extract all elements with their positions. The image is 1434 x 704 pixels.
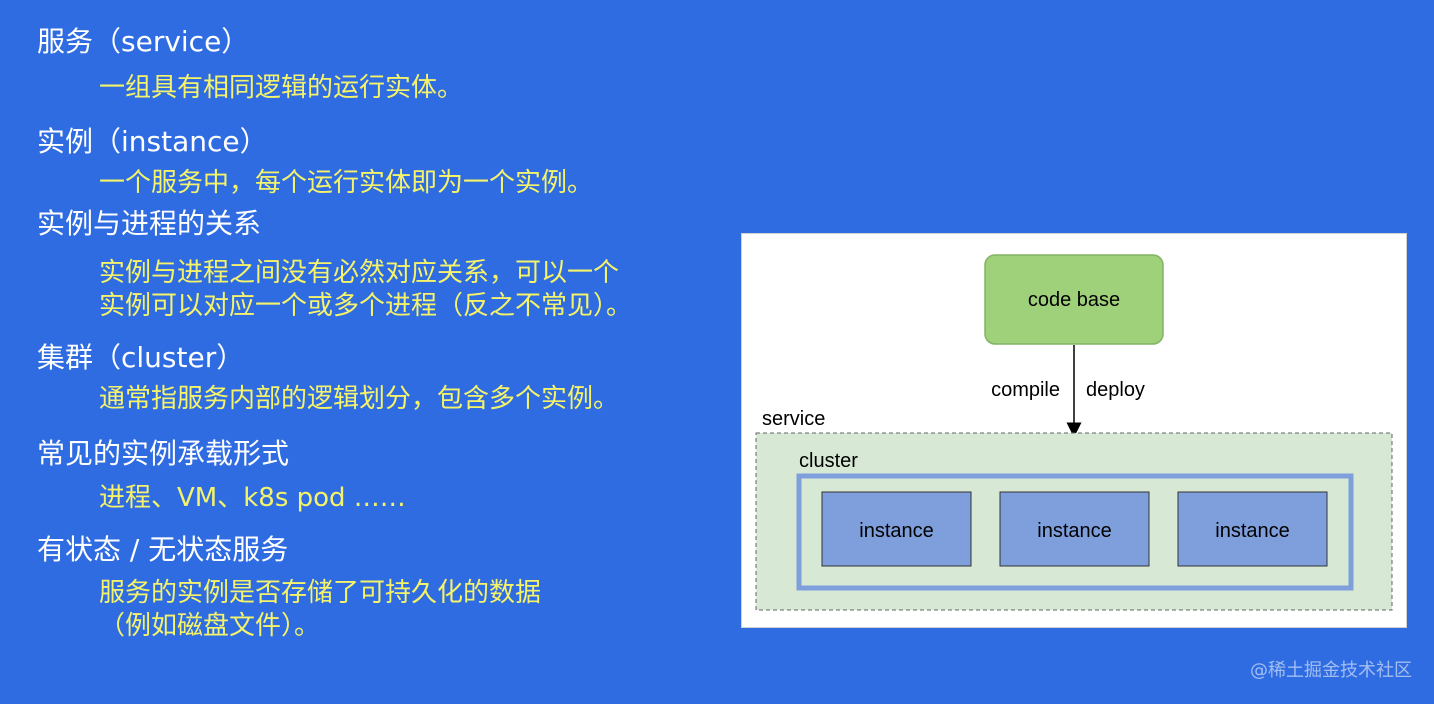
term-instance-desc: 一个服务中，每个运行实体即为一个实例。 <box>99 168 594 198</box>
cluster-box <box>796 473 1354 591</box>
term-cluster-title: 集群（cluster） <box>37 341 245 374</box>
term-cluster-desc: 通常指服务内部的逻辑划分，包含多个实例。 <box>99 384 620 414</box>
instance-box-2 <box>999 491 1150 567</box>
service-label: service <box>762 408 825 430</box>
compile-label: compile <box>991 379 1060 401</box>
deploy-label: deploy <box>1086 379 1145 401</box>
service-diagram-svg: code base compile deploy service cluster… <box>755 254 1393 611</box>
term-service-desc: 一组具有相同逻辑的运行实体。 <box>99 73 464 103</box>
code-base-box <box>984 254 1164 345</box>
instance-box-1 <box>821 491 972 567</box>
term-service-title: 服务（service） <box>37 25 250 58</box>
term-stateful-desc-line1: 服务的实例是否存储了可持久化的数据 <box>99 578 542 608</box>
instance-label-2: instance <box>1037 520 1112 542</box>
term-stateful-title: 有状态 / 无状态服务 <box>37 533 289 566</box>
source-watermark: @稀土掘金技术社区 <box>1250 660 1412 681</box>
service-diagram: code base compile deploy service cluster… <box>741 233 1407 628</box>
term-instance-title: 实例（instance） <box>37 125 268 158</box>
term-stateful-desc-line2: （例如磁盘文件）。 <box>99 611 321 641</box>
instance-label-3: instance <box>1215 520 1290 542</box>
instance-box-3 <box>1177 491 1328 567</box>
term-instance-process-desc-line2: 实例可以对应一个或多个进程（反之不常见）。 <box>99 291 633 321</box>
term-instance-process-title: 实例与进程的关系 <box>37 207 262 240</box>
term-hosting-forms-title: 常见的实例承载形式 <box>37 437 290 470</box>
instance-label-1: instance <box>859 520 934 542</box>
term-hosting-forms-desc: 进程、VM、k8s pod …… <box>99 483 406 513</box>
cluster-label: cluster <box>799 450 858 472</box>
term-instance-process-desc-line1: 实例与进程之间没有必然对应关系，可以一个 <box>99 258 620 288</box>
code-base-label: code base <box>1028 289 1120 311</box>
